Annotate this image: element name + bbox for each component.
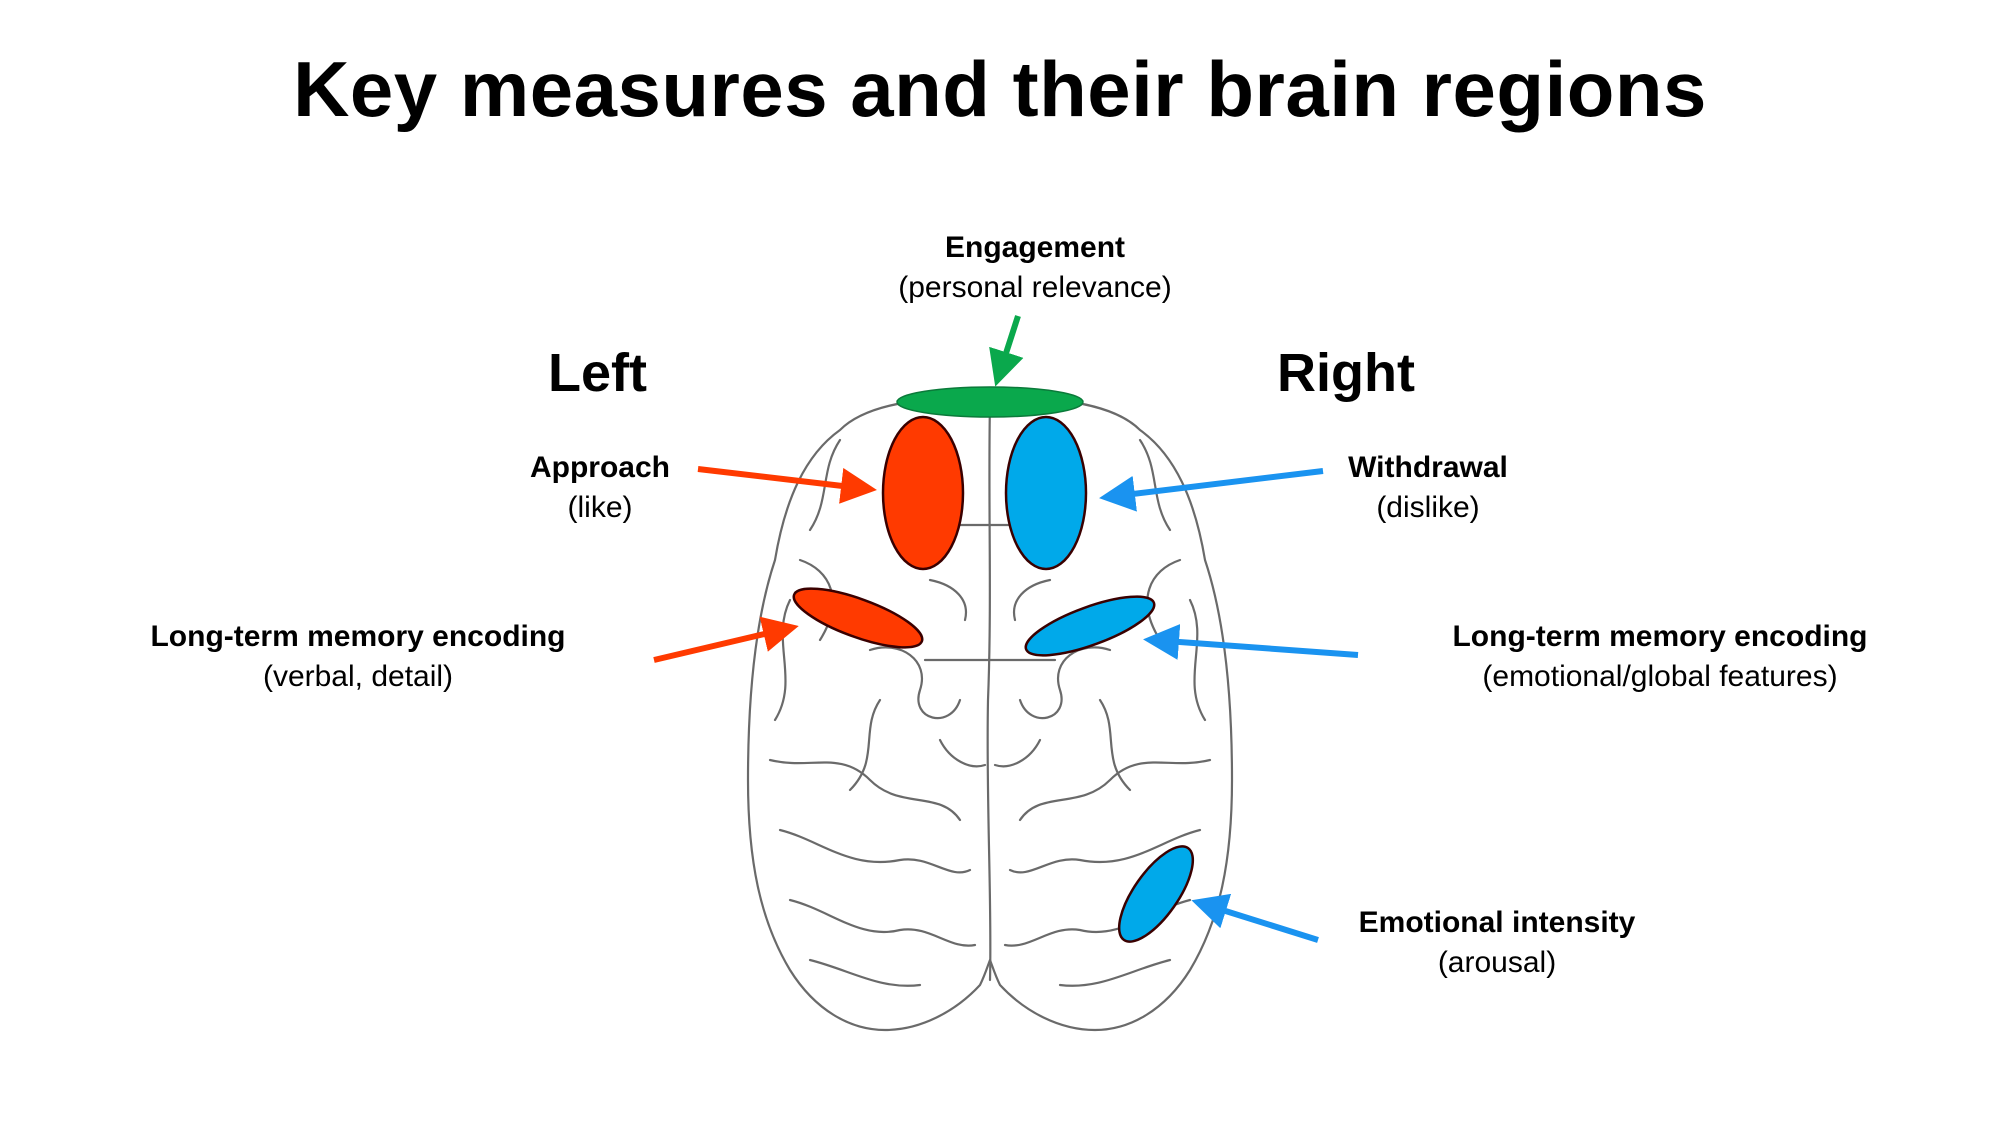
ltm-right-title: Long-term memory encoding [1452, 620, 1868, 653]
approach-arrow [697, 466, 877, 504]
withdrawal-subtitle: (dislike) [1376, 491, 1480, 524]
approach-subtitle: (like) [567, 491, 633, 524]
brain-outline-icon [746, 396, 1234, 1032]
left-hemisphere-label: Left [548, 343, 647, 403]
engagement-subtitle: (personal relevance) [898, 271, 1172, 304]
approach-region [881, 415, 965, 571]
ltm-right-label: Long-term memory encoding (emotional/glo… [1410, 617, 1910, 697]
engagement-region [896, 386, 1084, 418]
emotional-intensity-label: Emotional intensity (arousal) [1297, 903, 1697, 983]
engagement-label: Engagement (personal relevance) [835, 228, 1235, 308]
withdrawal-region [1004, 415, 1088, 571]
ltm-right-subtitle: (emotional/global features) [1482, 660, 1838, 693]
approach-label: Approach (like) [450, 448, 750, 528]
withdrawal-arrow [1099, 468, 1324, 512]
approach-title: Approach [529, 451, 670, 484]
ltm-left-label: Long-term memory encoding (verbal, detai… [108, 617, 608, 697]
ltm-left-arrow [653, 616, 799, 663]
ltm-right-region [1024, 595, 1156, 657]
ltm-left-region [792, 587, 924, 649]
engagement-arrow [989, 315, 1024, 387]
ltm-left-subtitle: (verbal, detail) [262, 660, 454, 693]
slide-title: Key measures and their brain regions [293, 45, 1707, 133]
emotional-intensity-title: Emotional intensity [1358, 906, 1636, 939]
right-hemisphere-label: Right [1277, 343, 1415, 403]
withdrawal-title: Withdrawal [1348, 451, 1508, 484]
engagement-title: Engagement [944, 231, 1126, 264]
withdrawal-label: Withdrawal (dislike) [1278, 448, 1578, 528]
emotional-intensity-subtitle: (arousal) [1437, 946, 1557, 979]
ltm-right-arrow [1143, 624, 1359, 660]
ltm-left-title: Long-term memory encoding [150, 620, 566, 653]
emotional-intensity-region [1117, 845, 1195, 943]
emotional-intensity-arrow [1191, 893, 1319, 943]
